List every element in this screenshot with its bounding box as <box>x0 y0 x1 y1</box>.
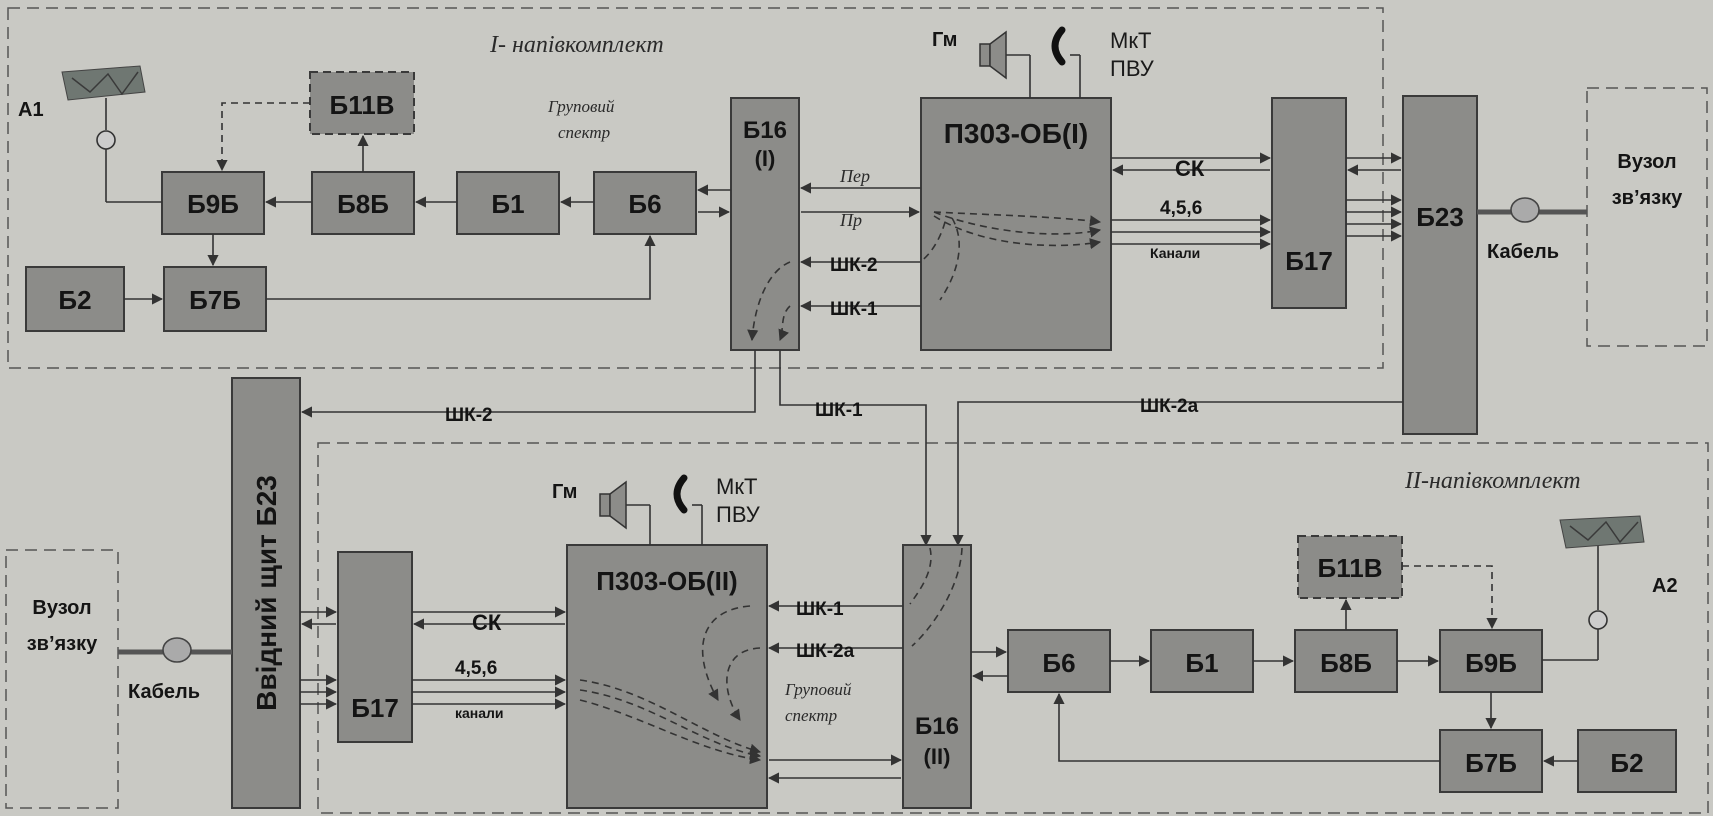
per-label: Пер <box>839 166 870 186</box>
half2-title: II-напівкомплект <box>1404 468 1581 494</box>
vuzol-label-1a: Вузол <box>1617 151 1676 173</box>
shk1-label-1: ШК-1 <box>830 299 878 320</box>
antenna-a1-icon <box>61 65 162 203</box>
block-b1-1 <box>456 171 560 235</box>
antenna-a1-label: А1 <box>18 99 44 121</box>
phone-icon-1 <box>1051 26 1081 98</box>
block-b17-1 <box>1271 97 1347 309</box>
phone-icon-2 <box>673 474 703 545</box>
speaker-icon-2 <box>599 480 651 545</box>
group-spectrum-2b: спектр <box>785 706 837 725</box>
half1-frame <box>7 7 1384 369</box>
node-frame-right <box>1586 87 1708 347</box>
block-b11v-2 <box>1297 535 1403 599</box>
antenna-a2-icon <box>1542 515 1645 661</box>
block-b2-2 <box>1577 729 1677 793</box>
block-b11v-2-label: Б11В <box>1318 553 1383 583</box>
block-b17-1-label: Б17 <box>1285 246 1333 276</box>
block-b2-1-label: Б2 <box>58 285 91 315</box>
block-b6-1-label: Б6 <box>628 189 661 219</box>
gm-label-1: Гм <box>932 29 957 51</box>
ch456-label-1: 4,5,6 <box>1160 198 1202 219</box>
block-p303-2 <box>566 544 768 809</box>
group-spectrum-1b: спектр <box>558 123 610 142</box>
kanaly-label-2: канали <box>455 705 504 721</box>
block-b17-2 <box>337 551 413 743</box>
vvidnyi-shchyt-label: Ввідний щит Б23 <box>251 475 282 711</box>
block-b1-1-label: Б1 <box>491 189 524 219</box>
shk2a-mid-label: ШК-2а <box>1140 396 1199 417</box>
shk1-label-2: ШК-1 <box>796 599 844 620</box>
block-b16-1-label2: (I) <box>755 146 776 171</box>
block-b16-2 <box>902 544 972 809</box>
shk2-mid-label: ШК-2 <box>445 405 493 426</box>
vuzol-label-2a: Вузол <box>32 597 91 619</box>
block-b1-2 <box>1150 629 1254 693</box>
speaker-icon-1 <box>979 30 1031 98</box>
group-spectrum-1a: Груповий <box>547 97 615 116</box>
block-b2-1 <box>25 266 125 332</box>
block-b8b-1 <box>311 171 415 235</box>
block-b2-2-label: Б2 <box>1610 748 1643 778</box>
node-frame-left <box>5 549 119 809</box>
half2-frame <box>317 442 1709 814</box>
pvu-label-1: ПВУ <box>1110 56 1155 81</box>
block-p303-2-label: П303-ОБ(II) <box>596 566 737 596</box>
mkt-label-1: МкТ <box>1110 28 1151 53</box>
vuzol-label-1b: зв’язку <box>1612 187 1683 209</box>
block-b9b-1-label: Б9Б <box>187 189 239 219</box>
kanaly-label-1: Канали <box>1150 245 1200 261</box>
block-b6-2 <box>1007 629 1111 693</box>
group-spectrum-2a: Груповий <box>784 680 852 699</box>
block-b7b-1 <box>163 266 267 332</box>
sk-label-2: СК <box>472 610 502 635</box>
pr-label: Пр <box>839 210 862 230</box>
block-b9b-2-label: Б9Б <box>1465 648 1517 678</box>
block-b7b-1-label: Б7Б <box>189 285 241 315</box>
shk2-label-1: ШК-2 <box>830 255 878 276</box>
block-b23-1-label: Б23 <box>1416 202 1464 232</box>
block-b23-1 <box>1402 95 1478 435</box>
block-p303-1 <box>920 97 1112 351</box>
block-b1-2-label: Б1 <box>1185 648 1218 678</box>
block-b8b-2-label: Б8Б <box>1320 648 1372 678</box>
gm-label-2: Гм <box>552 481 577 503</box>
kabel-label-1: Кабель <box>1487 241 1559 263</box>
block-b7b-2-label: Б7Б <box>1465 748 1517 778</box>
block-b8b-1-label: Б8Б <box>337 189 389 219</box>
sk-label-1: СК <box>1175 156 1205 181</box>
ch456-label-2: 4,5,6 <box>455 658 497 679</box>
pvu-label-2: ПВУ <box>716 502 761 527</box>
cable-coupler-icon-1 <box>1510 197 1540 223</box>
block-b6-1 <box>593 171 697 235</box>
block-b16-2-label2: (II) <box>924 744 951 769</box>
mkt-label-2: МкТ <box>716 474 757 499</box>
antenna-a2-label: А2 <box>1652 575 1678 597</box>
block-vvidnyi-shchyt <box>231 377 301 809</box>
block-b17-2-label: Б17 <box>351 693 399 723</box>
cable-coupler-icon-2 <box>162 637 192 663</box>
shk2a-label-2: ШК-2а <box>796 641 855 662</box>
shk1-mid-label: ШК-1 <box>815 400 863 421</box>
block-b11v-1-label: Б11В <box>330 90 395 120</box>
half1-title: I- напівкомплект <box>489 32 664 58</box>
block-b6-2-label: Б6 <box>1042 648 1075 678</box>
block-b16-1-label: Б16 <box>743 117 787 144</box>
block-b16-2-label: Б16 <box>915 713 959 740</box>
block-p303-1-label: П303-ОБ(I) <box>944 118 1089 149</box>
block-b9b-2 <box>1439 629 1543 693</box>
kabel-label-2: Кабель <box>128 681 200 703</box>
vuzol-label-2b: зв’язку <box>27 633 98 655</box>
